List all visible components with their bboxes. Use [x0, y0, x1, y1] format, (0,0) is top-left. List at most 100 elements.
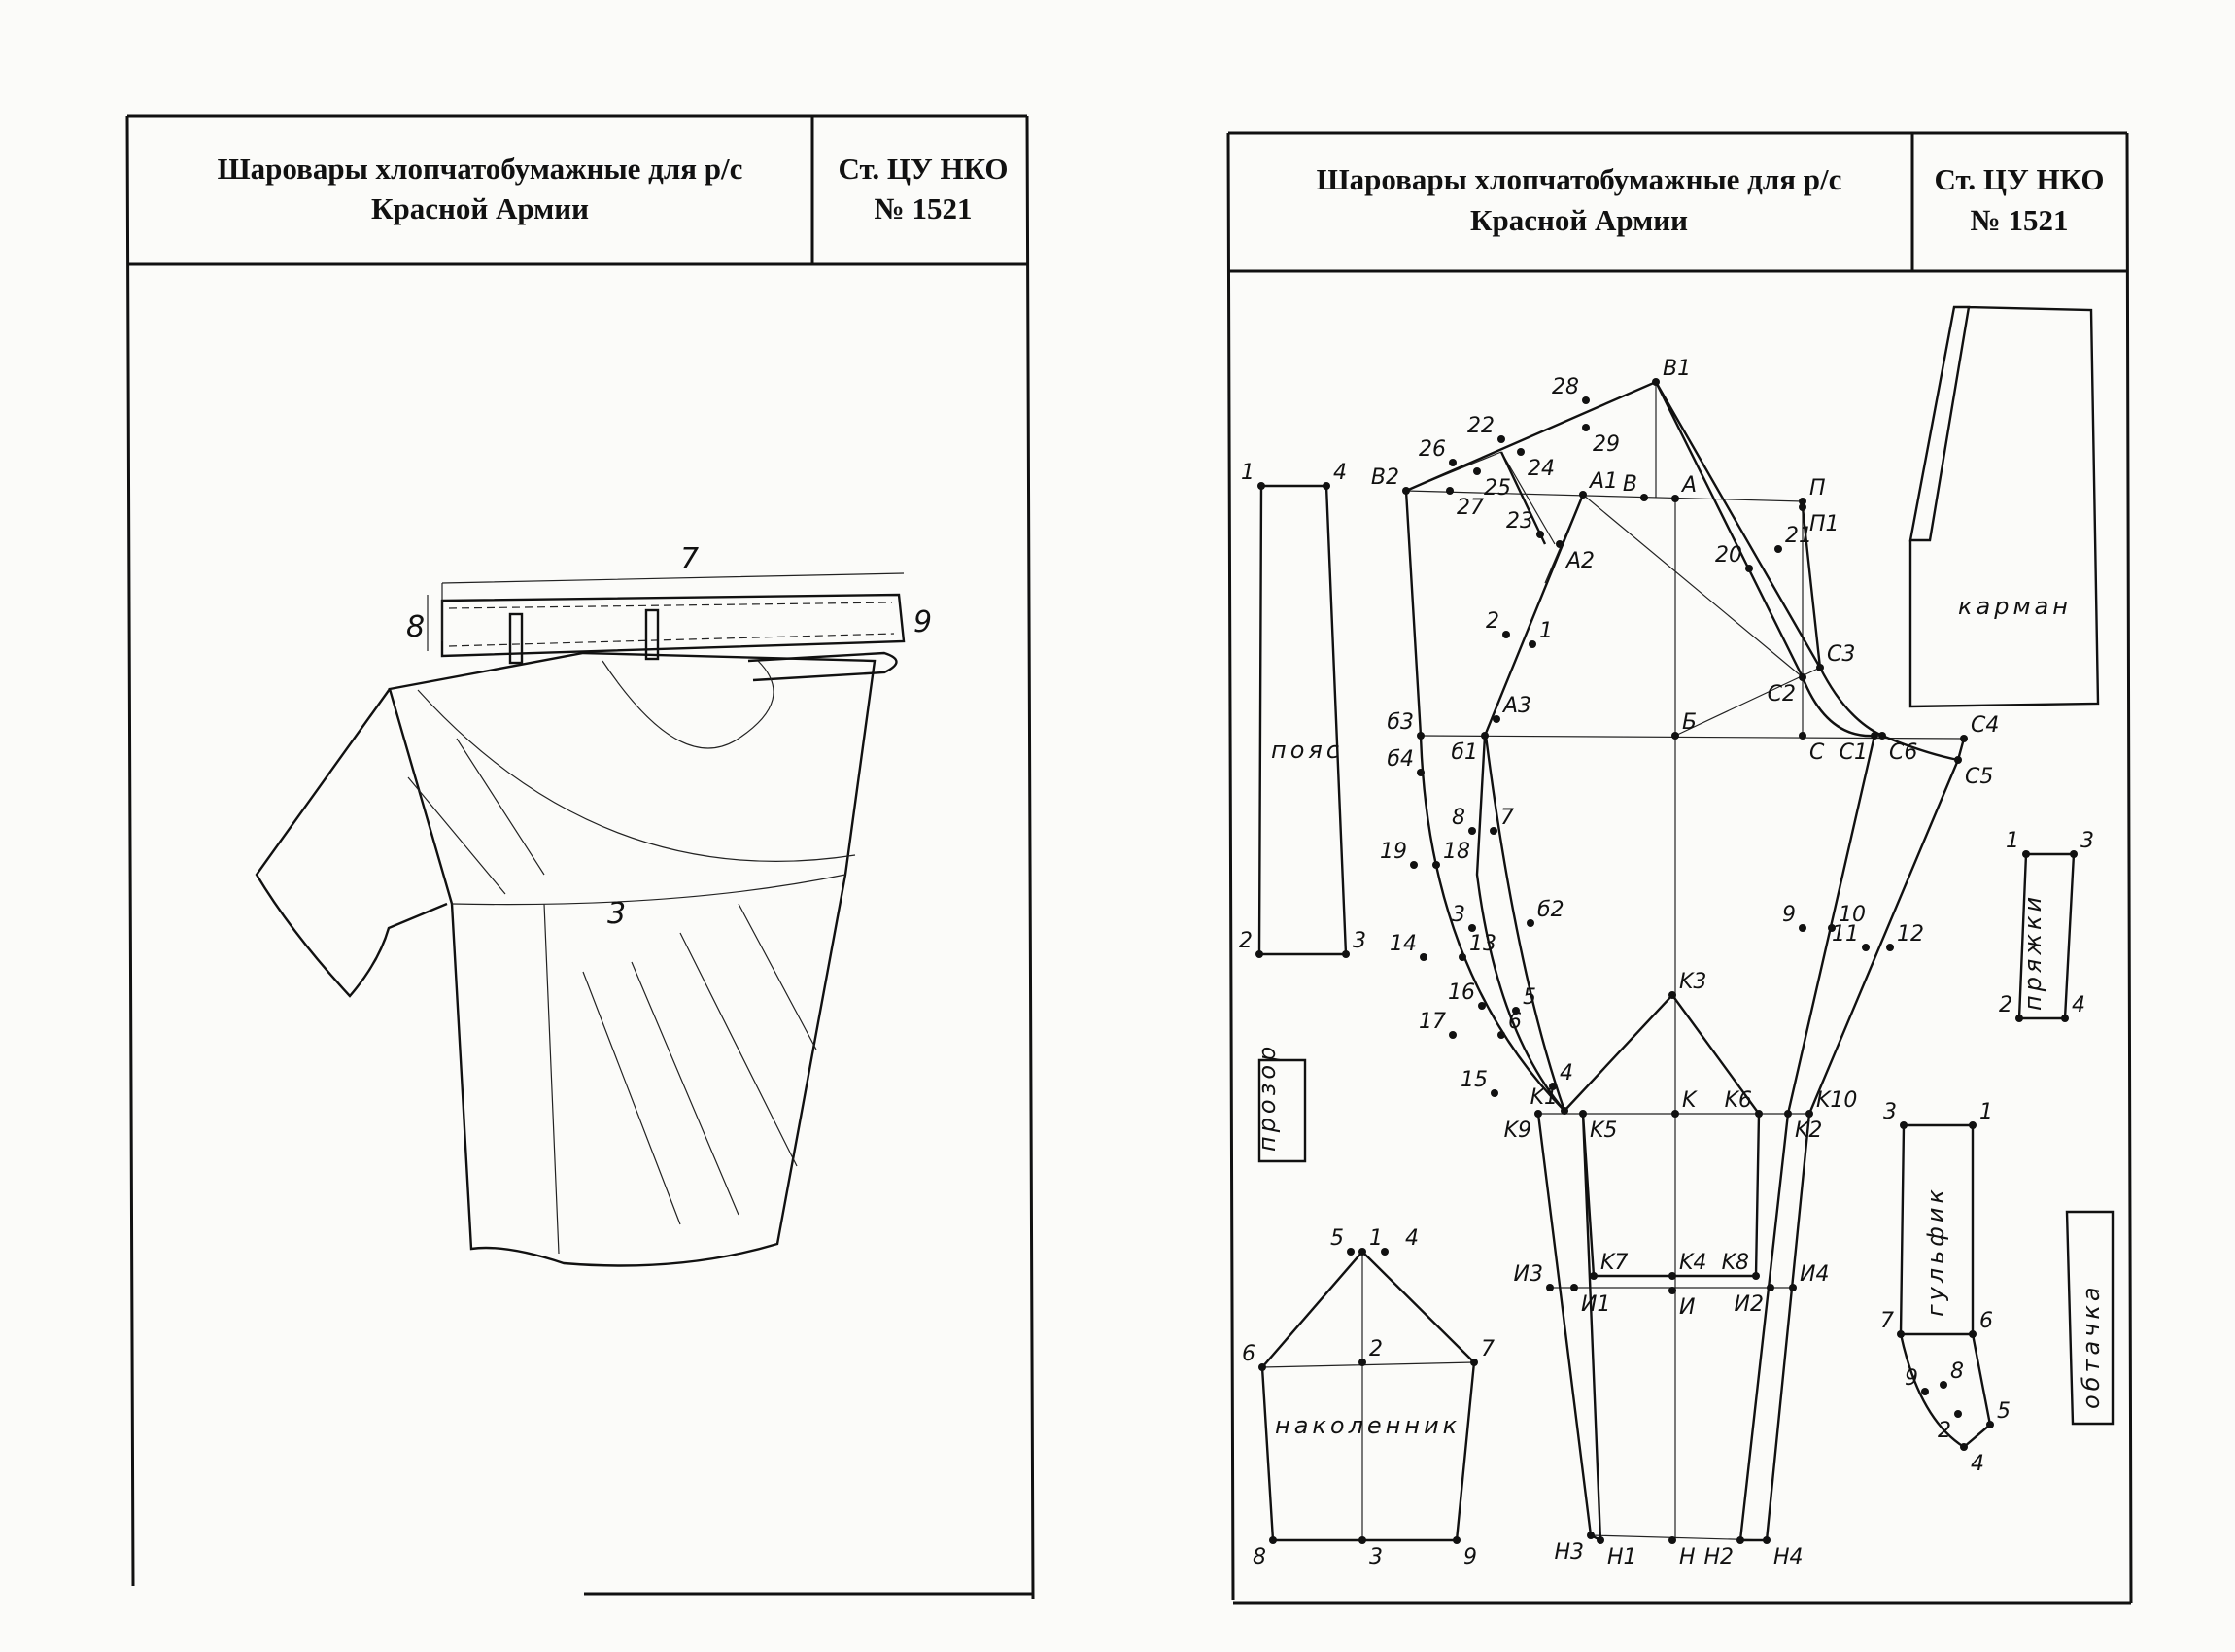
pattern-point-marker: [1420, 953, 1427, 961]
pattern-point-marker: [1736, 1536, 1744, 1544]
pattern-point-label: 6: [1508, 1010, 1522, 1034]
pattern-point-label: 1: [2006, 829, 2019, 853]
pattern-point-label: 6: [1979, 1309, 1993, 1333]
left-standard-line2: № 1521: [875, 191, 973, 225]
pattern-point-marker: [1446, 487, 1454, 495]
pattern-point-label: C1: [1840, 740, 1868, 765]
right-standard-line1: Ст. ЦУ НКО: [1935, 162, 2105, 196]
pattern-point-marker: [1556, 540, 1564, 548]
waistband: [440, 593, 906, 658]
pattern-point-label: И3: [1514, 1262, 1543, 1287]
pattern-point-marker: [1871, 732, 1878, 740]
dimension-label: 7: [680, 542, 699, 576]
pattern-point-marker: [1774, 545, 1782, 553]
dimension-label: 9: [913, 605, 932, 639]
pattern-point-marker: [2022, 850, 2030, 858]
pattern-point-label: 1: [1979, 1100, 1993, 1124]
pattern-point-label: 9: [1782, 903, 1796, 927]
pattern-point-marker: [1579, 491, 1587, 499]
pattern-point-label: 9: [1463, 1545, 1477, 1569]
pocket-label: карман: [1958, 593, 2072, 620]
belt-loop: [508, 612, 524, 665]
fly-gap-piece: прозор: [1254, 1043, 1307, 1163]
pattern-point-label: И2: [1735, 1292, 1764, 1317]
pattern-point-marker: [1490, 827, 1497, 835]
pattern-point-marker: [1347, 1248, 1355, 1256]
pattern-point-label: И1: [1581, 1292, 1610, 1317]
pattern-point-marker: [1799, 924, 1806, 932]
pattern-point-label: H1: [1607, 1545, 1637, 1569]
right-page-frame: [1226, 131, 2133, 1605]
pattern-point-marker: [1587, 1532, 1595, 1539]
pattern-point-marker: [1570, 1284, 1578, 1291]
pattern-point-label: B: [1623, 472, 1637, 497]
pattern-point-label: Б: [1682, 710, 1697, 735]
pattern-point-label: И4: [1800, 1262, 1829, 1287]
pattern-point-marker: [1897, 1330, 1905, 1338]
pocket-piece: карман: [1908, 305, 2100, 708]
right-page: Шаровары хлопчатобумажные для р/с Красно…: [1226, 131, 2133, 1605]
pattern-point-label: H2: [1703, 1545, 1734, 1569]
pattern-point-label: 7: [1500, 806, 1514, 830]
pattern-point-label: 5: [1330, 1226, 1344, 1251]
pattern-point-marker: [1459, 953, 1466, 961]
pattern-point-marker: [1878, 732, 1886, 740]
pattern-point-marker: [1921, 1388, 1929, 1395]
pattern-point-label: 8: [1253, 1545, 1266, 1569]
pattern-point-marker: [1799, 732, 1806, 740]
pattern-point-marker: [1784, 1110, 1792, 1118]
pattern-point-marker: [1255, 950, 1263, 958]
pattern-point-marker: [2070, 850, 2078, 858]
pattern-point-label: H3: [1554, 1540, 1584, 1565]
pattern-point-label: 5: [1523, 985, 1536, 1010]
pattern-point-marker: [1668, 1536, 1676, 1544]
pattern-point-marker: [1886, 944, 1894, 951]
pattern-point-marker: [1449, 459, 1457, 466]
pattern-point-marker: [1745, 565, 1753, 572]
pattern-point-marker: [1954, 756, 1962, 764]
pattern-point-marker: [1453, 1536, 1461, 1544]
pattern-point-marker: [1491, 1089, 1498, 1097]
pattern-point-marker: [1549, 1083, 1557, 1090]
pattern-point-label: 18: [1443, 840, 1470, 864]
dimension-label: 3: [607, 897, 626, 931]
pattern-point-label: K2: [1795, 1119, 1822, 1143]
pattern-point-label: B2: [1371, 465, 1399, 490]
pattern-point-label: 4: [2072, 993, 2085, 1017]
left-title-line2: Красной Армии: [371, 191, 589, 225]
pattern-point-marker: [1940, 1381, 1947, 1389]
pattern-point-marker: [1969, 1121, 1977, 1129]
pattern-point-label: П: [1809, 476, 1826, 500]
pattern-point-marker: [1517, 448, 1525, 456]
belt-loop: [644, 608, 660, 661]
pattern-point-marker: [1789, 1284, 1797, 1291]
facing-piece: обтачка: [2065, 1210, 2115, 1426]
pattern-point-marker: [1960, 1443, 1968, 1451]
pattern-point-marker: [1805, 1110, 1813, 1118]
pattern-point-label: 29: [1593, 432, 1620, 457]
pattern-point-label: 15: [1461, 1068, 1488, 1092]
pattern-point-label: 22: [1467, 414, 1495, 438]
pattern-point-label: K6: [1725, 1088, 1752, 1113]
trousers-illustration: 7 8 9 3: [255, 542, 932, 1267]
pattern-point-marker: [1816, 664, 1824, 671]
pattern-point-label: H4: [1773, 1545, 1804, 1569]
pattern-point-label: K9: [1504, 1119, 1531, 1143]
pattern-point-label: A: [1680, 473, 1697, 498]
pattern-point-marker: [1358, 1536, 1366, 1544]
pattern-point-label: K3: [1679, 970, 1706, 994]
pattern-point-label: 6: [1242, 1342, 1255, 1366]
belt-label: пояс: [1271, 737, 1343, 764]
pattern-point-label: 3: [1369, 1545, 1383, 1569]
pattern-point-label: 2: [1938, 1419, 1951, 1443]
pattern-point-label: б1: [1451, 740, 1478, 765]
pattern-point-label: 19: [1380, 840, 1407, 864]
pattern-point-label: B1: [1663, 357, 1691, 381]
pattern-point-label: б2: [1537, 898, 1564, 922]
pattern-point-marker: [1590, 1272, 1598, 1280]
pattern-point-marker: [1799, 673, 1806, 681]
pattern-point-marker: [1668, 1287, 1676, 1294]
left-title-line1: Шаровары хлопчатобумажные для р/с: [218, 152, 743, 186]
pattern-point-label: 5: [1997, 1399, 2011, 1424]
pattern-point-marker: [1986, 1421, 1994, 1428]
